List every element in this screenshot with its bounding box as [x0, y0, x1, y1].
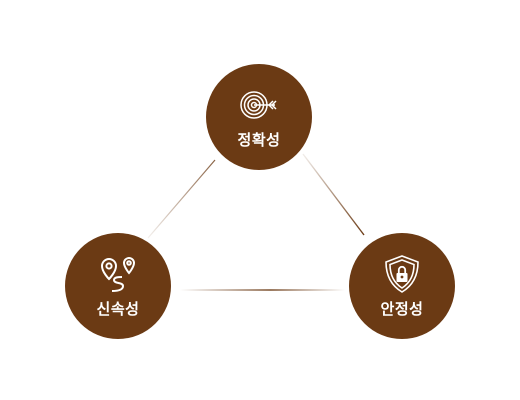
node-label: 신속성 — [96, 300, 140, 318]
node-accuracy: 정확성 — [206, 64, 312, 170]
node-label: 안정성 — [380, 300, 424, 318]
connector-top-right — [302, 153, 365, 236]
target-arrow-icon — [240, 91, 277, 119]
node-speed: 신속성 — [65, 233, 171, 339]
shield-lock-icon — [385, 255, 419, 293]
connector-top-left — [147, 159, 216, 239]
node-label: 정확성 — [237, 131, 281, 149]
location-pins-route-icon — [100, 256, 136, 292]
node-stability: 안정성 — [349, 233, 455, 339]
